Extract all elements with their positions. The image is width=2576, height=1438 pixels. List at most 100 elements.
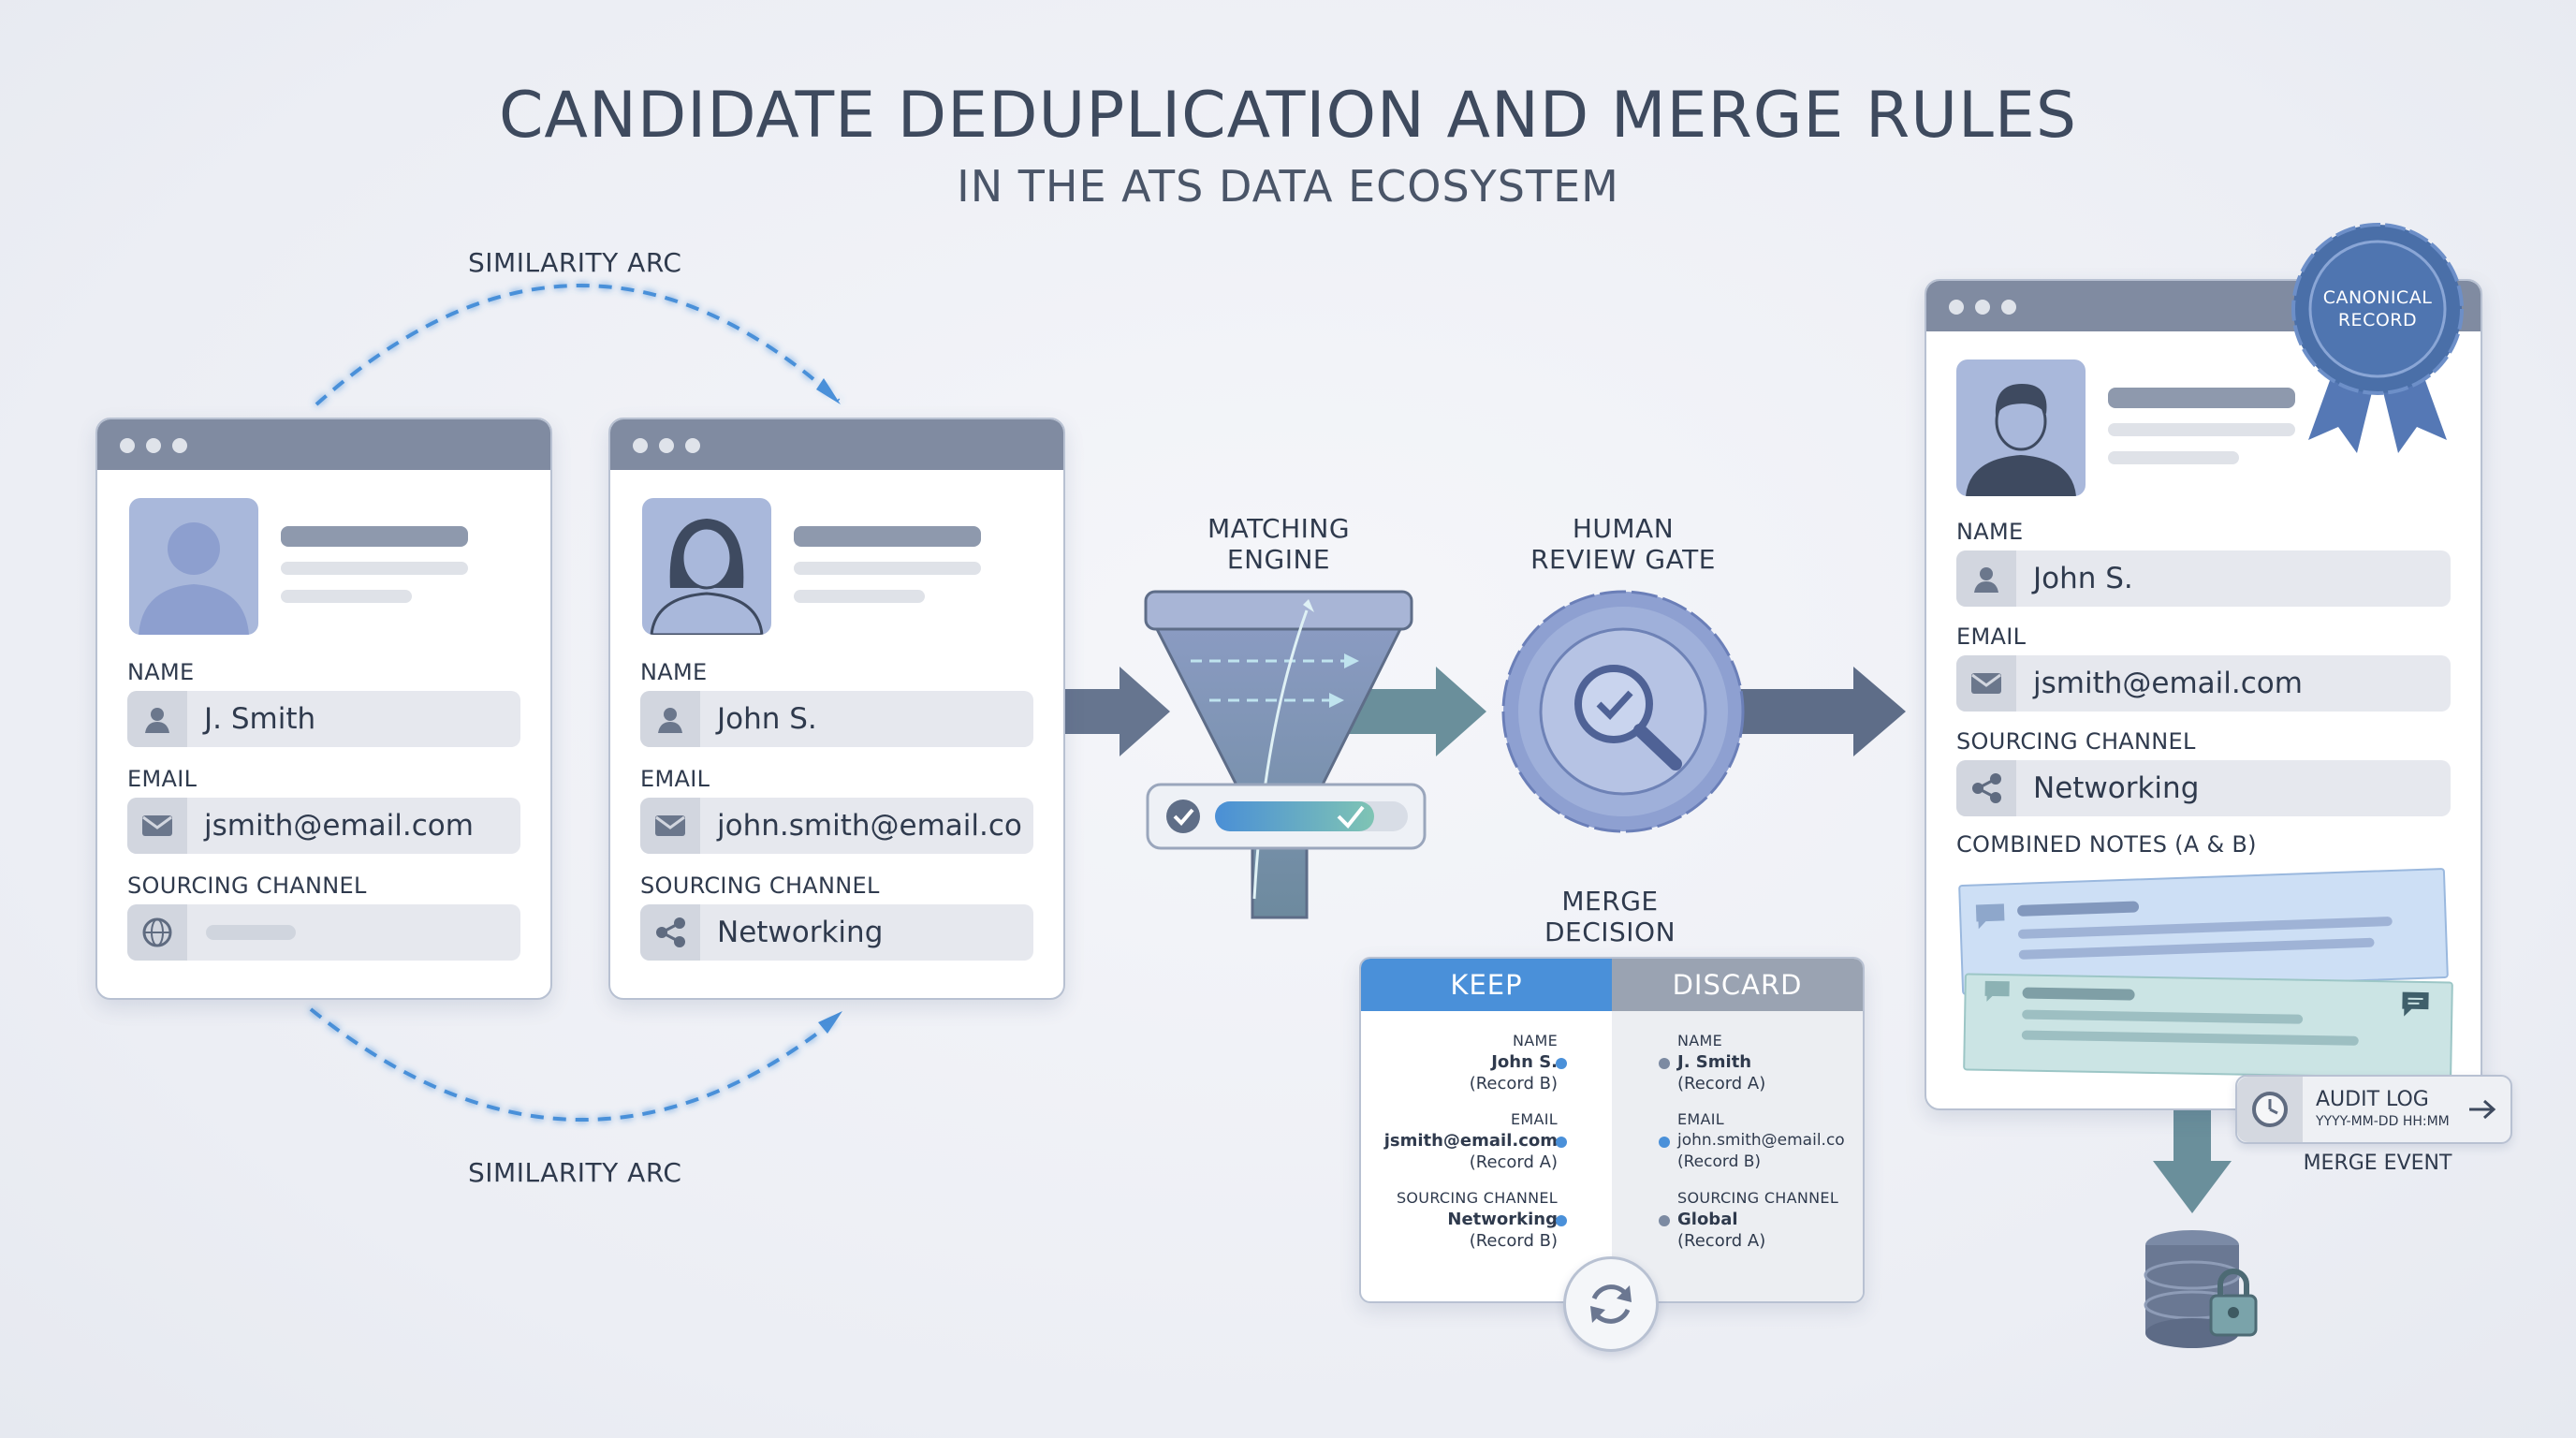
ribbon-rosette-icon [2291, 223, 2464, 453]
discard-field-value: Global [1677, 1210, 1738, 1229]
chat-bubble-icon [1984, 980, 2010, 1002]
email-label: EMAIL [640, 766, 710, 792]
email-field: jsmith@email.com [127, 798, 520, 854]
name-field: John S. [640, 691, 1033, 747]
keep-header: KEEP [1361, 959, 1612, 1011]
review-gate-line2: REVIEW GATE [1530, 544, 1716, 575]
name-label: NAME [1956, 519, 2024, 545]
audit-log-button[interactable]: AUDIT LOG YYYY-MM-DD HH:MM [2235, 1075, 2512, 1144]
merge-decision-table: KEEP DISCARD NAME John S. (Record B) EMA… [1359, 957, 1865, 1303]
note-b [1963, 973, 2453, 1079]
review-gate-label: HUMAN REVIEW GATE [1501, 513, 1745, 575]
share-icon [640, 904, 700, 961]
keep-field-value: John S. [1491, 1052, 1558, 1072]
discard-column-bg [1612, 1011, 1863, 1301]
canonical-record-badge: CANONICAL RECORD [2290, 221, 2466, 455]
user-icon [127, 691, 187, 747]
badge-line1: CANONICAL [2322, 287, 2433, 308]
database-lock-icon [2144, 1230, 2258, 1348]
refresh-merge-button[interactable] [1563, 1256, 1659, 1352]
placeholder-bar [281, 590, 412, 603]
merge-decision-line2: DECISION [1544, 917, 1676, 947]
canonical-record-card[interactable]: NAME John S. EMAIL jsmith@email.com SOUR… [1925, 279, 2482, 1110]
channel-field [127, 904, 520, 961]
arc-top-arrowhead [816, 378, 841, 404]
envelope-icon [1956, 655, 2016, 712]
arrow-to-canonical [1730, 667, 1906, 756]
placeholder-bar [2108, 423, 2295, 436]
matching-engine-line1: MATCHING [1207, 513, 1351, 544]
discard-field-source: (Record A) [1677, 1231, 1766, 1251]
arc-bottom-arrowhead [818, 1011, 842, 1034]
window-dot [659, 438, 674, 453]
review-gate-line1: HUMAN [1572, 513, 1675, 544]
email-value: jsmith@email.com [2033, 667, 2303, 700]
user-icon [1956, 550, 2016, 607]
placeholder-bar [794, 590, 925, 603]
keep-field-value: jsmith@email.com [1383, 1131, 1558, 1151]
placeholder-bar [794, 526, 981, 547]
email-label: EMAIL [1956, 624, 2027, 650]
merge-decision-line1: MERGE [1561, 886, 1659, 917]
keep-name-cell: NAME John S. (Record B) [1370, 1030, 1558, 1094]
discard-header: DISCARD [1612, 959, 1863, 1011]
note-line [2018, 937, 2375, 960]
channel-field: Networking [640, 904, 1033, 961]
merge-event-caption: MERGE EVENT [2303, 1152, 2452, 1175]
window-dot [1975, 300, 1990, 315]
record-a-card[interactable]: NAME J. Smith EMAIL jsmith@email.com SOU… [95, 418, 552, 1000]
similarity-arc-bottom-label: SIMILARITY ARC [468, 1157, 682, 1188]
window-dot [146, 438, 161, 453]
avatar-woman-icon [642, 498, 771, 635]
badge-text: CANONICAL RECORD [2308, 286, 2447, 331]
merge-decision-label: MERGE DECISION [1498, 886, 1722, 947]
arrow-right-icon [2469, 1099, 2496, 1120]
matching-engine-line2: ENGINE [1226, 544, 1331, 575]
note-line [2016, 901, 2140, 917]
clock-icon [2237, 1077, 2303, 1142]
channel-label: SOURCING CHANNEL [640, 873, 880, 899]
email-label: EMAIL [127, 766, 198, 792]
name-value: J. Smith [204, 702, 316, 736]
funnel-icon [1144, 590, 1413, 919]
keep-email-cell: EMAIL jsmith@email.com (Record A) [1370, 1108, 1558, 1173]
chat-bubble-icon [1975, 903, 2005, 930]
similarity-arc-bottom [309, 1007, 841, 1122]
record-b-card[interactable]: NAME John S. EMAIL john.smith@email.co S… [608, 418, 1065, 1000]
audit-timestamp: YYYY-MM-DD HH:MM [2316, 1114, 2450, 1129]
channel-value: Networking [2033, 771, 2200, 805]
page-subtitle: IN THE ATS DATA ECOSYSTEM [957, 161, 1619, 212]
keep-field-label: SOURCING CHANNEL [1396, 1189, 1558, 1207]
keep-channel-cell: SOURCING CHANNEL Networking (Record B) [1370, 1187, 1558, 1252]
similarity-arc-top-label: SIMILARITY ARC [468, 247, 682, 278]
matching-engine-label: MATCHING ENGINE [1166, 513, 1391, 575]
name-value: John S. [2033, 562, 2133, 595]
keep-field-source: (Record B) [1469, 1231, 1558, 1251]
note-line [2021, 1030, 2359, 1046]
name-value: John S. [717, 702, 817, 736]
discard-field-label: EMAIL [1677, 1110, 1724, 1128]
discard-email-cell: EMAIL john.smith@email.co (Record B) [1677, 1108, 1861, 1173]
window-dot [2001, 300, 2016, 315]
discard-field-value: john.smith@email.co [1677, 1131, 1845, 1150]
badge-line2: RECORD [2337, 310, 2418, 330]
email-value: john.smith@email.co [717, 809, 1022, 843]
channel-label: SOURCING CHANNEL [1956, 728, 2196, 755]
share-icon [1956, 760, 2016, 816]
note-line [2022, 987, 2135, 1001]
placeholder-bar [281, 526, 468, 547]
note-line [2022, 1009, 2304, 1024]
window-dot [1949, 300, 1964, 315]
placeholder-bar [794, 562, 981, 575]
keep-field-label: NAME [1512, 1032, 1558, 1049]
arrow-to-engine [1065, 667, 1170, 756]
user-icon [640, 691, 700, 747]
window-dot [120, 438, 135, 453]
discard-field-source: (Record B) [1677, 1152, 1762, 1171]
email-field: jsmith@email.com [1956, 655, 2451, 712]
note-a [1958, 867, 2449, 996]
window-dot [633, 438, 648, 453]
name-field: J. Smith [127, 691, 520, 747]
record-a-titlebar [97, 419, 550, 470]
